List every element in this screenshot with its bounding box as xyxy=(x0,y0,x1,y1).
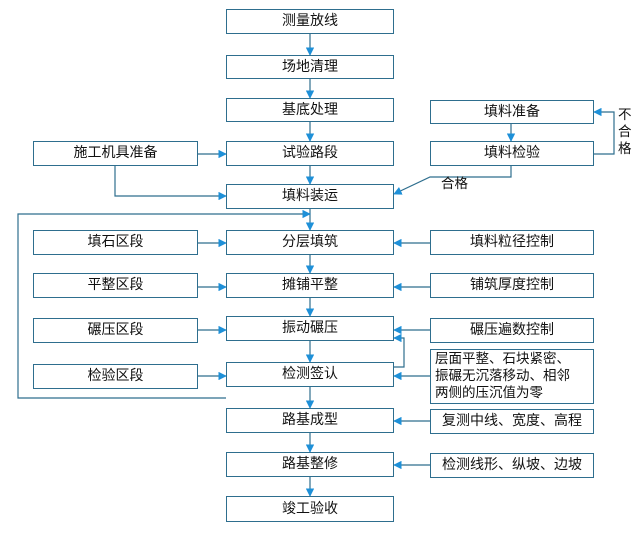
step-label: 填料装运 xyxy=(282,188,338,204)
line-check-box: 检测线形、纵坡、边坡 xyxy=(430,453,594,478)
recheck-box: 复测中线、宽度、高程 xyxy=(430,409,594,434)
fill-test-box: 填料检验 xyxy=(430,141,594,166)
step-clearing: 场地清理 xyxy=(226,55,394,79)
step-acceptance: 竣工验收 xyxy=(226,496,394,522)
step-base-treatment: 基底处理 xyxy=(226,98,394,122)
step-label: 摊铺平整 xyxy=(282,277,338,293)
step-label: 路基成型 xyxy=(282,412,338,428)
step-label: 基底处理 xyxy=(282,101,338,118)
pass-control-box: 碾压遍数控制 xyxy=(430,318,594,343)
step-layered-filling: 分层填筑 xyxy=(226,230,394,255)
pass-label: 合格 xyxy=(441,176,468,192)
box-label: 铺筑厚度控制 xyxy=(470,277,554,293)
box-label: 填石区段 xyxy=(87,234,144,250)
box-label: 碾压遍数控制 xyxy=(470,322,554,338)
box-label: 检测线形、纵坡、边坡 xyxy=(442,457,582,473)
step-label: 分层填筑 xyxy=(282,234,338,250)
grain-control-box: 填料粒径控制 xyxy=(430,230,594,255)
box-label: 复测中线、宽度、高程 xyxy=(442,413,582,429)
thickness-control-box: 铺筑厚度控制 xyxy=(430,273,594,298)
fail-label-char-2: 合 xyxy=(618,124,632,140)
box-label: 施工机具准备 xyxy=(73,145,158,161)
inspection-zone-box: 检验区段 xyxy=(33,364,198,389)
compaction-zone-box: 碾压区段 xyxy=(33,318,198,343)
fail-label-char-3: 格 xyxy=(618,141,632,157)
step-survey: 测量放线 xyxy=(226,9,394,34)
rock-fill-zone-box: 填石区段 xyxy=(33,230,198,255)
criteria-line: 层面平整、石块紧密、 xyxy=(435,351,570,367)
step-trimming: 路基整修 xyxy=(226,452,394,477)
criteria-line: 振碾无沉落移动、相邻 xyxy=(435,368,570,384)
inspection-criteria-box: 层面平整、石块紧密、 振碾无沉落移动、相邻 两侧的压沉值为零 xyxy=(430,349,594,404)
step-label: 试验路段 xyxy=(282,145,338,161)
step-fill-transport: 填料装运 xyxy=(226,184,394,209)
box-label: 填料检验 xyxy=(484,145,540,161)
step-spreading: 摊铺平整 xyxy=(226,273,394,298)
criteria-line: 两侧的压沉值为零 xyxy=(435,385,543,401)
fill-prep-box: 填料准备 xyxy=(430,100,594,124)
box-label: 平整区段 xyxy=(87,277,144,293)
box-label: 检验区段 xyxy=(87,368,144,384)
fail-label-char-1: 不 xyxy=(618,107,632,123)
box-label: 填料粒径控制 xyxy=(470,234,554,250)
step-label: 振动碾压 xyxy=(282,320,338,336)
step-label: 竣工验收 xyxy=(282,500,338,517)
machinery-prep-box: 施工机具准备 xyxy=(33,141,198,166)
step-vibration: 振动碾压 xyxy=(226,316,394,341)
step-inspection: 检测签认 xyxy=(226,362,394,387)
step-label: 检测签认 xyxy=(282,366,338,382)
leveling-zone-box: 平整区段 xyxy=(33,273,198,298)
box-label: 碾压区段 xyxy=(87,322,144,338)
step-forming: 路基成型 xyxy=(226,408,394,433)
step-label: 场地清理 xyxy=(282,58,338,75)
step-label: 测量放线 xyxy=(282,13,338,29)
box-label: 填料准备 xyxy=(484,103,540,120)
step-test-section: 试验路段 xyxy=(226,141,394,166)
step-label: 路基整修 xyxy=(282,456,338,472)
